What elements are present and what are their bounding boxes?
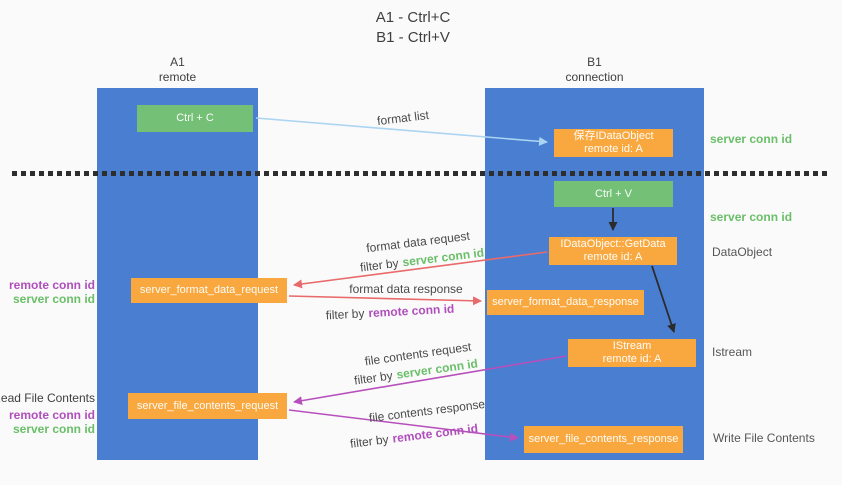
node-istream: IStream remote id: A (568, 339, 696, 367)
node-server-format-data-request: server_format_data_request (131, 278, 287, 303)
filter-prefix: filter by (349, 432, 390, 451)
node-save-idataobject: 保存IDataObject remote id: A (554, 129, 673, 157)
session-divider-dotted-line (12, 171, 828, 176)
node-ctrl-v-label: Ctrl + V (595, 187, 632, 200)
node-ctrl-v: Ctrl + V (554, 181, 673, 207)
left-label-server-conn-id-2: server conn id (12, 422, 95, 436)
node-server-file-contents-response-label: server_file_contents_response (528, 433, 679, 445)
format-response-arrow (288, 295, 482, 306)
label-format-list: format list (376, 107, 430, 129)
left-label-read-file-contents: Read File Contents (0, 391, 95, 405)
left-label-remote-conn-id-2: remote conn id (8, 408, 95, 422)
right-label-server-conn-id-mid: server conn id (710, 210, 793, 224)
diagram-title: A1 - Ctrl+C B1 - Ctrl+V (376, 8, 451, 48)
right-label-istream: Istream (712, 345, 753, 359)
remote-conn-id-keyword: remote conn id (391, 421, 479, 446)
node-server-format-data-response: server_format_data_response (487, 290, 644, 315)
node-server-format-data-response-label: server_format_data_response (492, 296, 639, 308)
node-save-idataobject-line1: 保存IDataObject (573, 130, 654, 142)
node-getdata: IDataObject::GetData remote id: A (549, 237, 677, 265)
left-column-header: A1 remote (97, 55, 258, 85)
left-conn-id-block-1: remote conn id server conn id (9, 278, 95, 306)
node-save-idataobject-line2: remote id: A (584, 143, 643, 155)
title-line-a1: A1 - Ctrl+C (375, 9, 451, 26)
filter-prefix: filter by (325, 306, 365, 323)
node-ctrl-c: Ctrl + C (137, 105, 253, 132)
right-label-write-file-contents: Write File Contents (713, 431, 815, 445)
node-getdata-line1: IDataObject::GetData (560, 238, 666, 250)
right-label-dataobject: DataObject (712, 245, 773, 259)
left-label-server-conn-id-1: server conn id (12, 292, 95, 306)
node-server-file-contents-request: server_file_contents_request (128, 393, 287, 419)
node-getdata-line2: remote id: A (583, 251, 643, 263)
node-ctrl-c-label: Ctrl + C (176, 112, 214, 124)
node-istream-line1: IStream (612, 340, 652, 352)
filter-prefix: filter by (359, 255, 400, 275)
remote-conn-id-keyword: remote conn id (367, 301, 455, 321)
node-server-format-data-request-label: server_format_data_request (139, 284, 279, 296)
left-column-name: A1 (170, 55, 185, 69)
left-column-role: remote (158, 70, 197, 84)
right-column-role: connection (565, 70, 624, 84)
right-column-header: B1 connection (485, 55, 704, 85)
left-label-remote-conn-id-1: remote conn id (8, 278, 95, 292)
right-column-name: B1 (587, 55, 602, 69)
right-label-server-conn-id-top: server conn id (710, 132, 793, 146)
node-server-file-contents-request-label: server_file_contents_request (136, 399, 279, 412)
title-line-b1: B1 - Ctrl+V (376, 29, 450, 46)
label-format-data-response: format data response (349, 282, 463, 296)
filter-prefix: filter by (353, 368, 394, 388)
left-read-file-block: Read File Contents remote conn id server… (0, 391, 95, 436)
label-file-contents-response: file contents response (368, 396, 486, 426)
node-server-file-contents-response: server_file_contents_response (524, 426, 683, 453)
node-istream-line2: remote id: A (602, 353, 662, 365)
